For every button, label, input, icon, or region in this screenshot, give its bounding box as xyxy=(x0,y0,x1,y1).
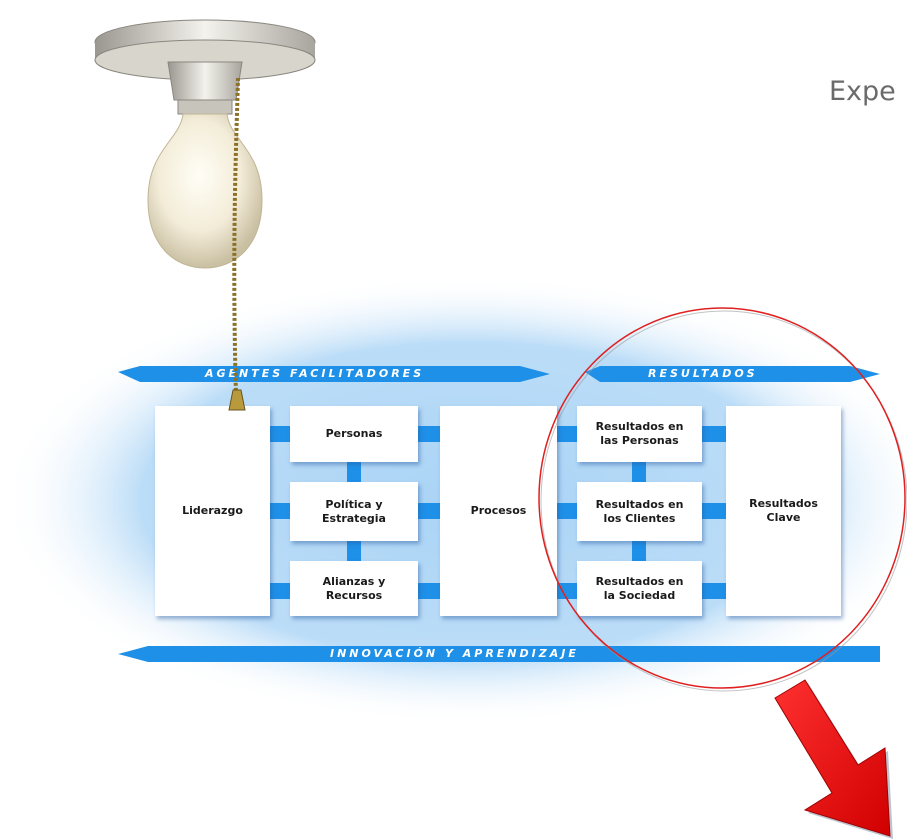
results-arrow-band xyxy=(585,366,880,382)
connector xyxy=(632,541,646,561)
box-procesos: Procesos xyxy=(440,406,557,616)
box-personas: Personas xyxy=(290,406,418,462)
title-text: Expe xyxy=(829,76,896,107)
box-res-clientes: Resultados en los Clientes xyxy=(577,482,702,541)
box-alianzas: Alianzas y Recursos xyxy=(290,561,418,616)
connector xyxy=(702,503,726,519)
box-res-clave: Resultados Clave xyxy=(726,406,841,616)
connector xyxy=(632,462,646,482)
box-res-personas: Resultados en las Personas xyxy=(577,406,702,462)
connector xyxy=(702,426,726,442)
connector xyxy=(347,541,361,561)
connector xyxy=(418,503,440,519)
connector xyxy=(418,426,440,442)
connector xyxy=(270,583,290,599)
connector xyxy=(557,503,577,519)
connector xyxy=(347,462,361,482)
innovation-arrow-band xyxy=(118,646,880,662)
connector xyxy=(270,503,290,519)
connector xyxy=(418,583,440,599)
results-label: RESULTADOS xyxy=(648,367,758,380)
connector xyxy=(557,426,577,442)
box-politica: Política y Estrategia xyxy=(290,482,418,541)
box-res-sociedad: Resultados en la Sociedad xyxy=(577,561,702,616)
connector xyxy=(270,426,290,442)
connector xyxy=(702,583,726,599)
innovation-label: INNOVACIÓN Y APRENDIZAJE xyxy=(330,647,579,660)
connector xyxy=(557,583,577,599)
enablers-label: AGENTES FACILITADORES xyxy=(205,367,425,380)
box-liderazgo: Liderazgo xyxy=(155,406,270,616)
enablers-arrow-band xyxy=(118,366,550,382)
